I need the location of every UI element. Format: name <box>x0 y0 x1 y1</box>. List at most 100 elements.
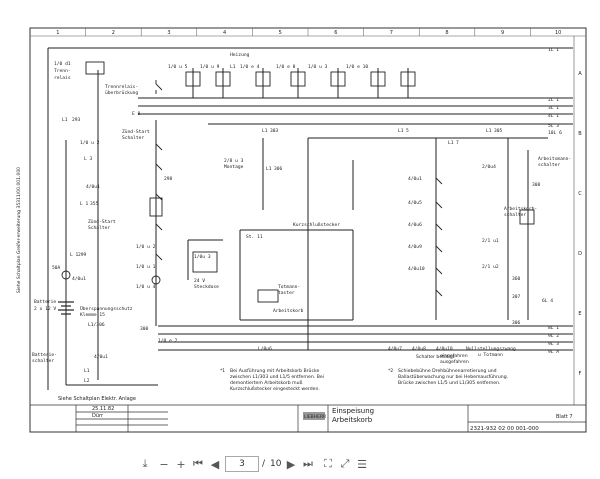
svg-text:Montage: Montage <box>224 164 244 170</box>
svg-text:1/0 e 8: 1/0 e 8 <box>276 64 296 70</box>
svg-text:LIEBHERR: LIEBHERR <box>304 414 326 420</box>
svg-text:4/0u1: 4/0u1 <box>408 176 422 182</box>
svg-text:1/0 u 2: 1/0 u 2 <box>80 140 100 146</box>
svg-text:2321-932 02 00 001-000: 2321-932 02 00 001-000 <box>470 426 539 432</box>
note1-marker: *1 <box>220 368 225 374</box>
column-label: 1 <box>56 30 59 36</box>
next-page-icon[interactable]: ▶ <box>286 457 296 471</box>
notes: *1 Bei Ausführung mit Arbeitskorb Brücke… <box>220 353 508 392</box>
prev-page-icon[interactable]: ◀ <box>210 457 220 471</box>
page-number-input[interactable]: 3 <box>225 456 259 472</box>
contact-symbol <box>155 80 163 94</box>
contact-symbol <box>155 250 163 264</box>
svg-text:Trennrelais-: Trennrelais- <box>105 84 138 90</box>
contact-symbols <box>155 80 443 300</box>
contact-symbol <box>155 190 163 204</box>
contact-symbol <box>155 220 163 234</box>
page-total: 10 <box>270 459 282 469</box>
svg-text:Schalter betätigt: Schalter betätigt <box>416 354 455 360</box>
svg-text:L 1: L 1 <box>80 201 89 207</box>
svg-text:Trenn-: Trenn- <box>54 68 71 74</box>
svg-text:293: 293 <box>72 117 81 123</box>
svg-text:4/0u10: 4/0u10 <box>436 346 453 352</box>
svg-text:L2: L2 <box>84 378 90 384</box>
svg-text:2 x 12 V: 2 x 12 V <box>34 306 56 312</box>
svg-text:4L 1: 4L 1 <box>548 113 559 119</box>
svg-text:St. 11: St. 11 <box>246 234 263 240</box>
svg-text:L1: L1 <box>398 128 404 134</box>
svg-text:4/0u10: 4/0u10 <box>408 266 425 272</box>
svg-text:6L 4: 6L 4 <box>542 298 553 304</box>
svg-text:299: 299 <box>78 252 87 258</box>
contact-symbol <box>435 198 443 212</box>
svg-text:1L 1: 1L 1 <box>548 47 559 53</box>
last-page-icon[interactable]: ⏭ <box>303 457 313 470</box>
menu-icon[interactable]: ☰ <box>357 457 367 471</box>
fullscreen-icon[interactable]: ⛶ <box>324 457 332 470</box>
download-icon[interactable]: ⤓ <box>142 457 148 470</box>
svg-text:Steckdose: Steckdose <box>194 284 219 290</box>
svg-text:9L 3: 9L 3 <box>548 341 559 347</box>
svg-text:Einspeisung: Einspeisung <box>332 407 374 415</box>
svg-text:taster: taster <box>278 290 295 296</box>
lbl-trennrelais: 1/0 d1 <box>54 61 71 67</box>
svg-text:306: 306 <box>512 320 521 326</box>
logo <box>303 412 325 420</box>
svg-text:5: 5 <box>406 128 409 134</box>
contact-symbol <box>435 174 443 188</box>
svg-text:1/0 u 1: 1/0 u 1 <box>136 264 156 270</box>
zoom-in-icon[interactable]: + <box>176 457 186 471</box>
contact-symbol <box>435 220 443 234</box>
svg-text:L1: L1 <box>448 140 454 146</box>
title-block-text: Siehe Schaltplan Elektr. Anlage Einspeis… <box>58 396 573 432</box>
svg-text:50A: 50A <box>52 265 61 271</box>
svg-text:Nullstellungszwang: Nullstellungszwang <box>466 346 516 352</box>
column-label: 6 <box>334 30 337 36</box>
column-label: 9 <box>501 30 504 36</box>
svg-text:24 V: 24 V <box>194 278 205 284</box>
svg-text:Siehe Schaltplan Elektr. Anlag: Siehe Schaltplan Elektr. Anlage <box>58 396 136 402</box>
svg-text:4/0u7: 4/0u7 <box>388 346 402 352</box>
row-label: B <box>578 131 582 137</box>
svg-text:308: 308 <box>532 182 541 188</box>
svg-text:307: 307 <box>512 294 521 300</box>
svg-text:1/0 e 4: 1/0 e 4 <box>240 64 260 70</box>
svg-text:Arbeitskorb-: Arbeitskorb- <box>504 206 537 212</box>
column-label: 5 <box>279 30 282 36</box>
contact-symbol <box>435 242 443 256</box>
svg-text:25.11.82: 25.11.82 <box>92 406 114 412</box>
components <box>61 61 535 303</box>
svg-text:1/0 u 3: 1/0 u 3 <box>308 64 328 70</box>
svg-text:9L 2: 9L 2 <box>548 333 559 339</box>
column-label: 4 <box>223 30 226 36</box>
row-label: D <box>578 251 582 257</box>
note2-marker: *2 <box>388 368 393 374</box>
svg-text:L1: L1 <box>62 117 68 123</box>
row-label: A <box>578 71 582 77</box>
fit-page-icon[interactable]: ⤢ <box>340 457 350 470</box>
column-label: 3 <box>167 30 170 36</box>
svg-text:4/0u1: 4/0u1 <box>94 354 108 360</box>
svg-text:Kurzschlußstecker: Kurzschlußstecker <box>293 222 340 228</box>
first-page-icon[interactable]: ⏮ <box>193 457 203 470</box>
svg-text:300: 300 <box>140 326 149 332</box>
power-rails <box>47 47 573 390</box>
column-label: 2 <box>112 30 115 36</box>
svg-text:Klemme 15: Klemme 15 <box>80 312 105 318</box>
zoom-out-icon[interactable]: − <box>159 457 169 471</box>
svg-text:1/0 u 4: 1/0 u 4 <box>136 284 156 290</box>
svg-text:2/1 u1: 2/1 u1 <box>482 238 499 244</box>
svg-text:Dürr: Dürr <box>92 413 104 419</box>
left-margin-text: Siehe Schaltplan Greifer-erweiterung 353… <box>16 167 22 293</box>
svg-text:4/0u8: 4/0u8 <box>412 346 426 352</box>
svg-text:Überspannungsschutz: Überspannungsschutz <box>80 305 133 312</box>
svg-text:4/0u6: 4/0u6 <box>408 222 422 228</box>
svg-text:3L 1: 3L 1 <box>548 105 559 111</box>
svg-text:Zünd-Start: Zünd-Start <box>122 129 150 135</box>
column-label: 7 <box>390 30 393 36</box>
svg-text:4/0u9: 4/0u9 <box>408 244 422 250</box>
